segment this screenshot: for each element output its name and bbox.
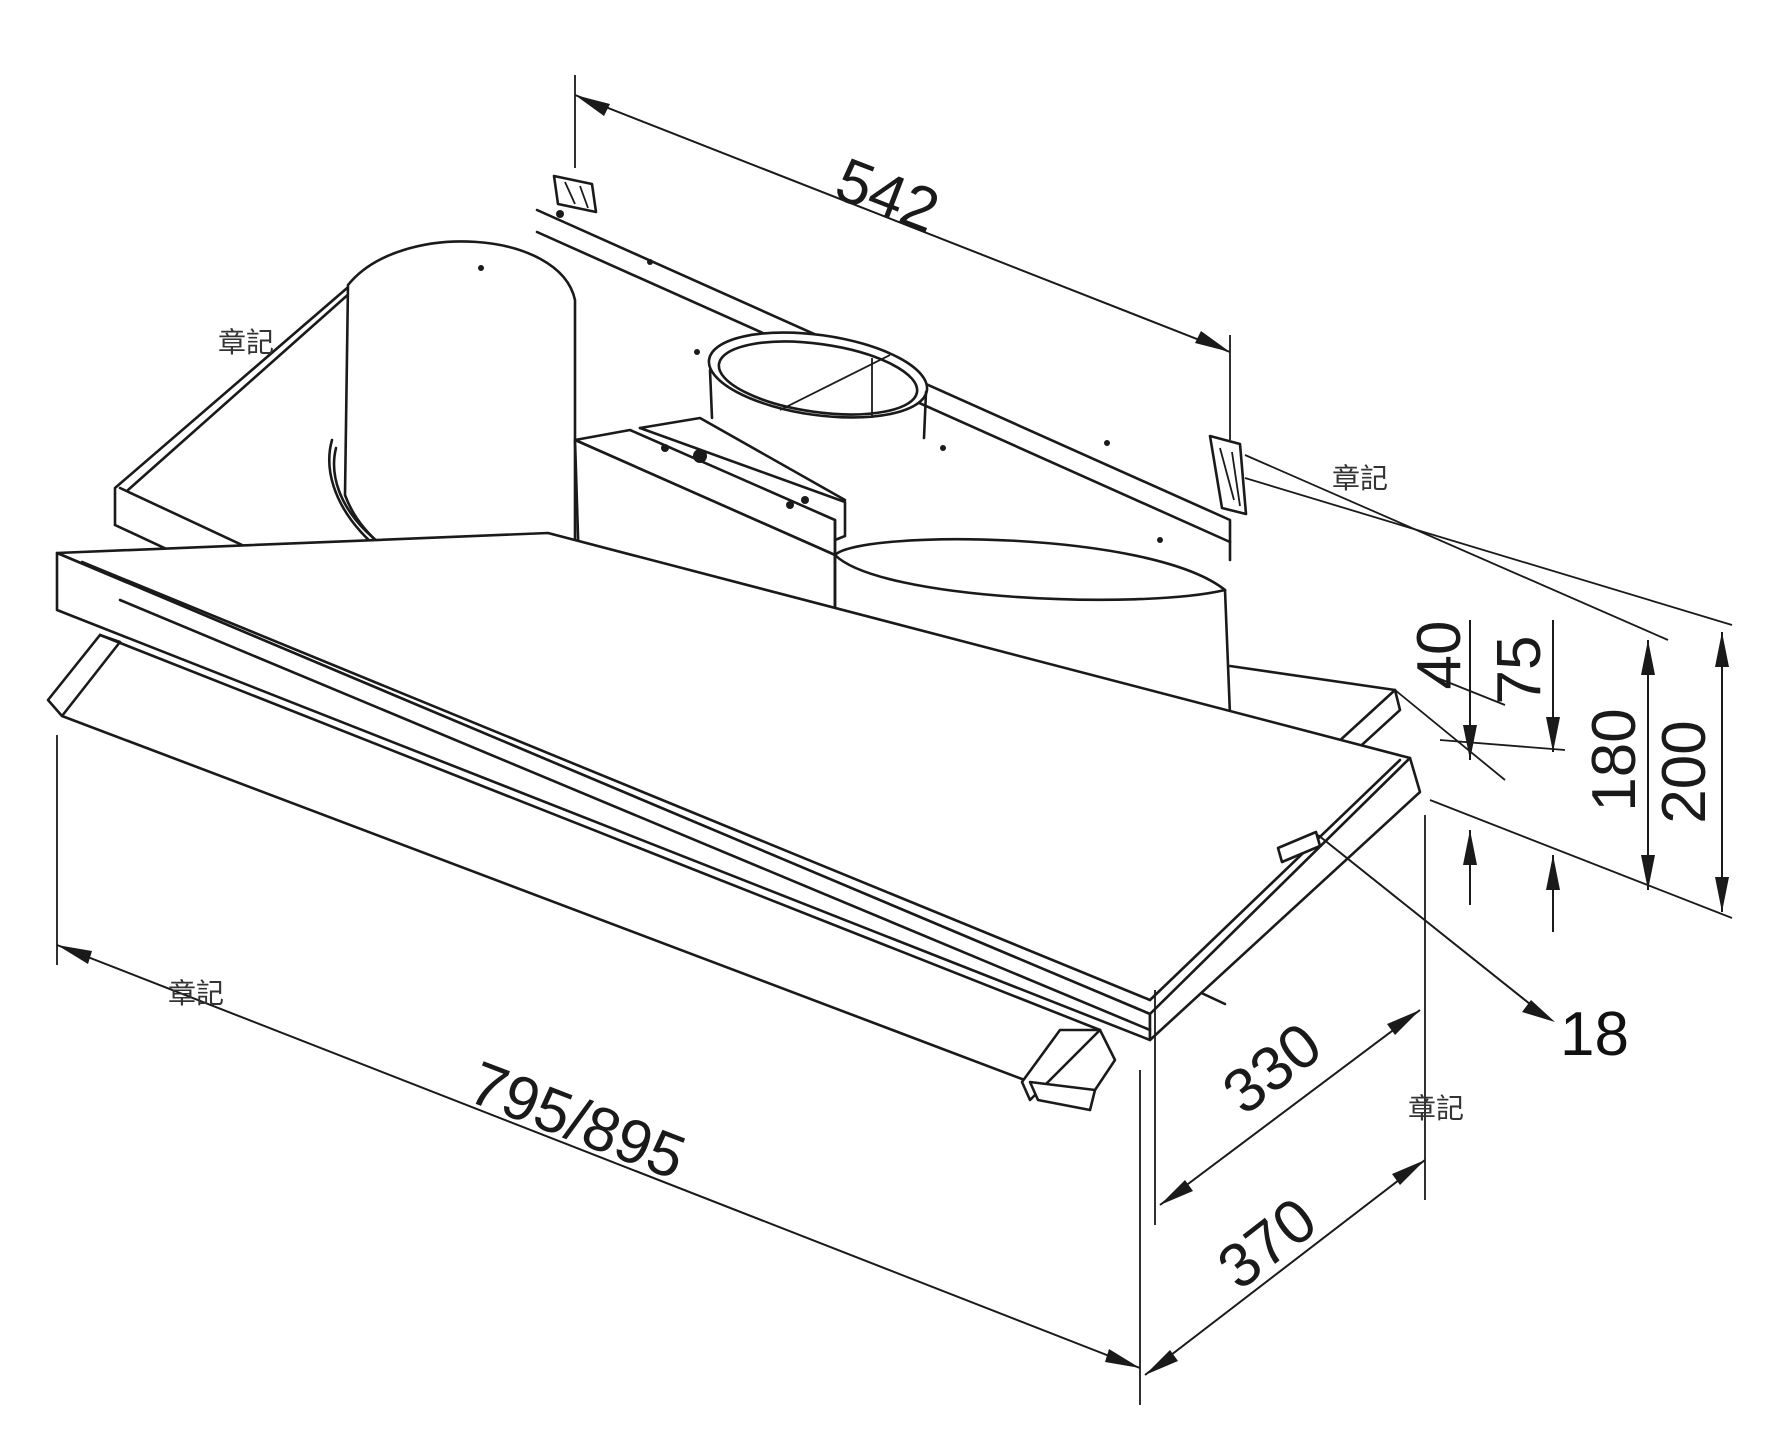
height-extension-lines	[1244, 454, 1733, 919]
dimension-180: 180	[1580, 640, 1655, 890]
dimension-795-895-label: 795/895	[460, 1048, 694, 1193]
watermark-4: 章記	[1408, 1092, 1464, 1125]
dimension-200: 200	[1650, 632, 1729, 912]
watermark-2: 章記	[1332, 462, 1388, 495]
slide-out-visor	[46, 633, 1117, 1112]
dimension-40: 40	[1405, 620, 1477, 905]
watermarks: 章記 章記 章記 章記	[168, 326, 1464, 1125]
dimension-75: 75	[1485, 620, 1560, 932]
dimension-330-label: 330	[1210, 1010, 1334, 1128]
watermark-1: 章記	[218, 326, 274, 359]
dimension-200-label: 200	[1650, 720, 1719, 823]
callout-18: 18	[1317, 834, 1629, 1069]
dimension-180-label: 180	[1580, 708, 1649, 811]
callout-18-label: 18	[1560, 1000, 1629, 1069]
dimension-542-label: 542	[827, 145, 948, 246]
dimension-75-label: 75	[1485, 636, 1554, 705]
surface-screw-dots	[478, 259, 1163, 543]
watermark-3: 章記	[168, 977, 224, 1010]
dimension-370-label: 370	[1205, 1185, 1329, 1303]
hood-main-body	[55, 531, 1422, 1042]
mounting-bracket-right	[1208, 434, 1248, 516]
mounting-bracket-left	[552, 174, 598, 218]
exhaust-collar	[707, 331, 929, 440]
dimension-40-label: 40	[1405, 621, 1474, 690]
